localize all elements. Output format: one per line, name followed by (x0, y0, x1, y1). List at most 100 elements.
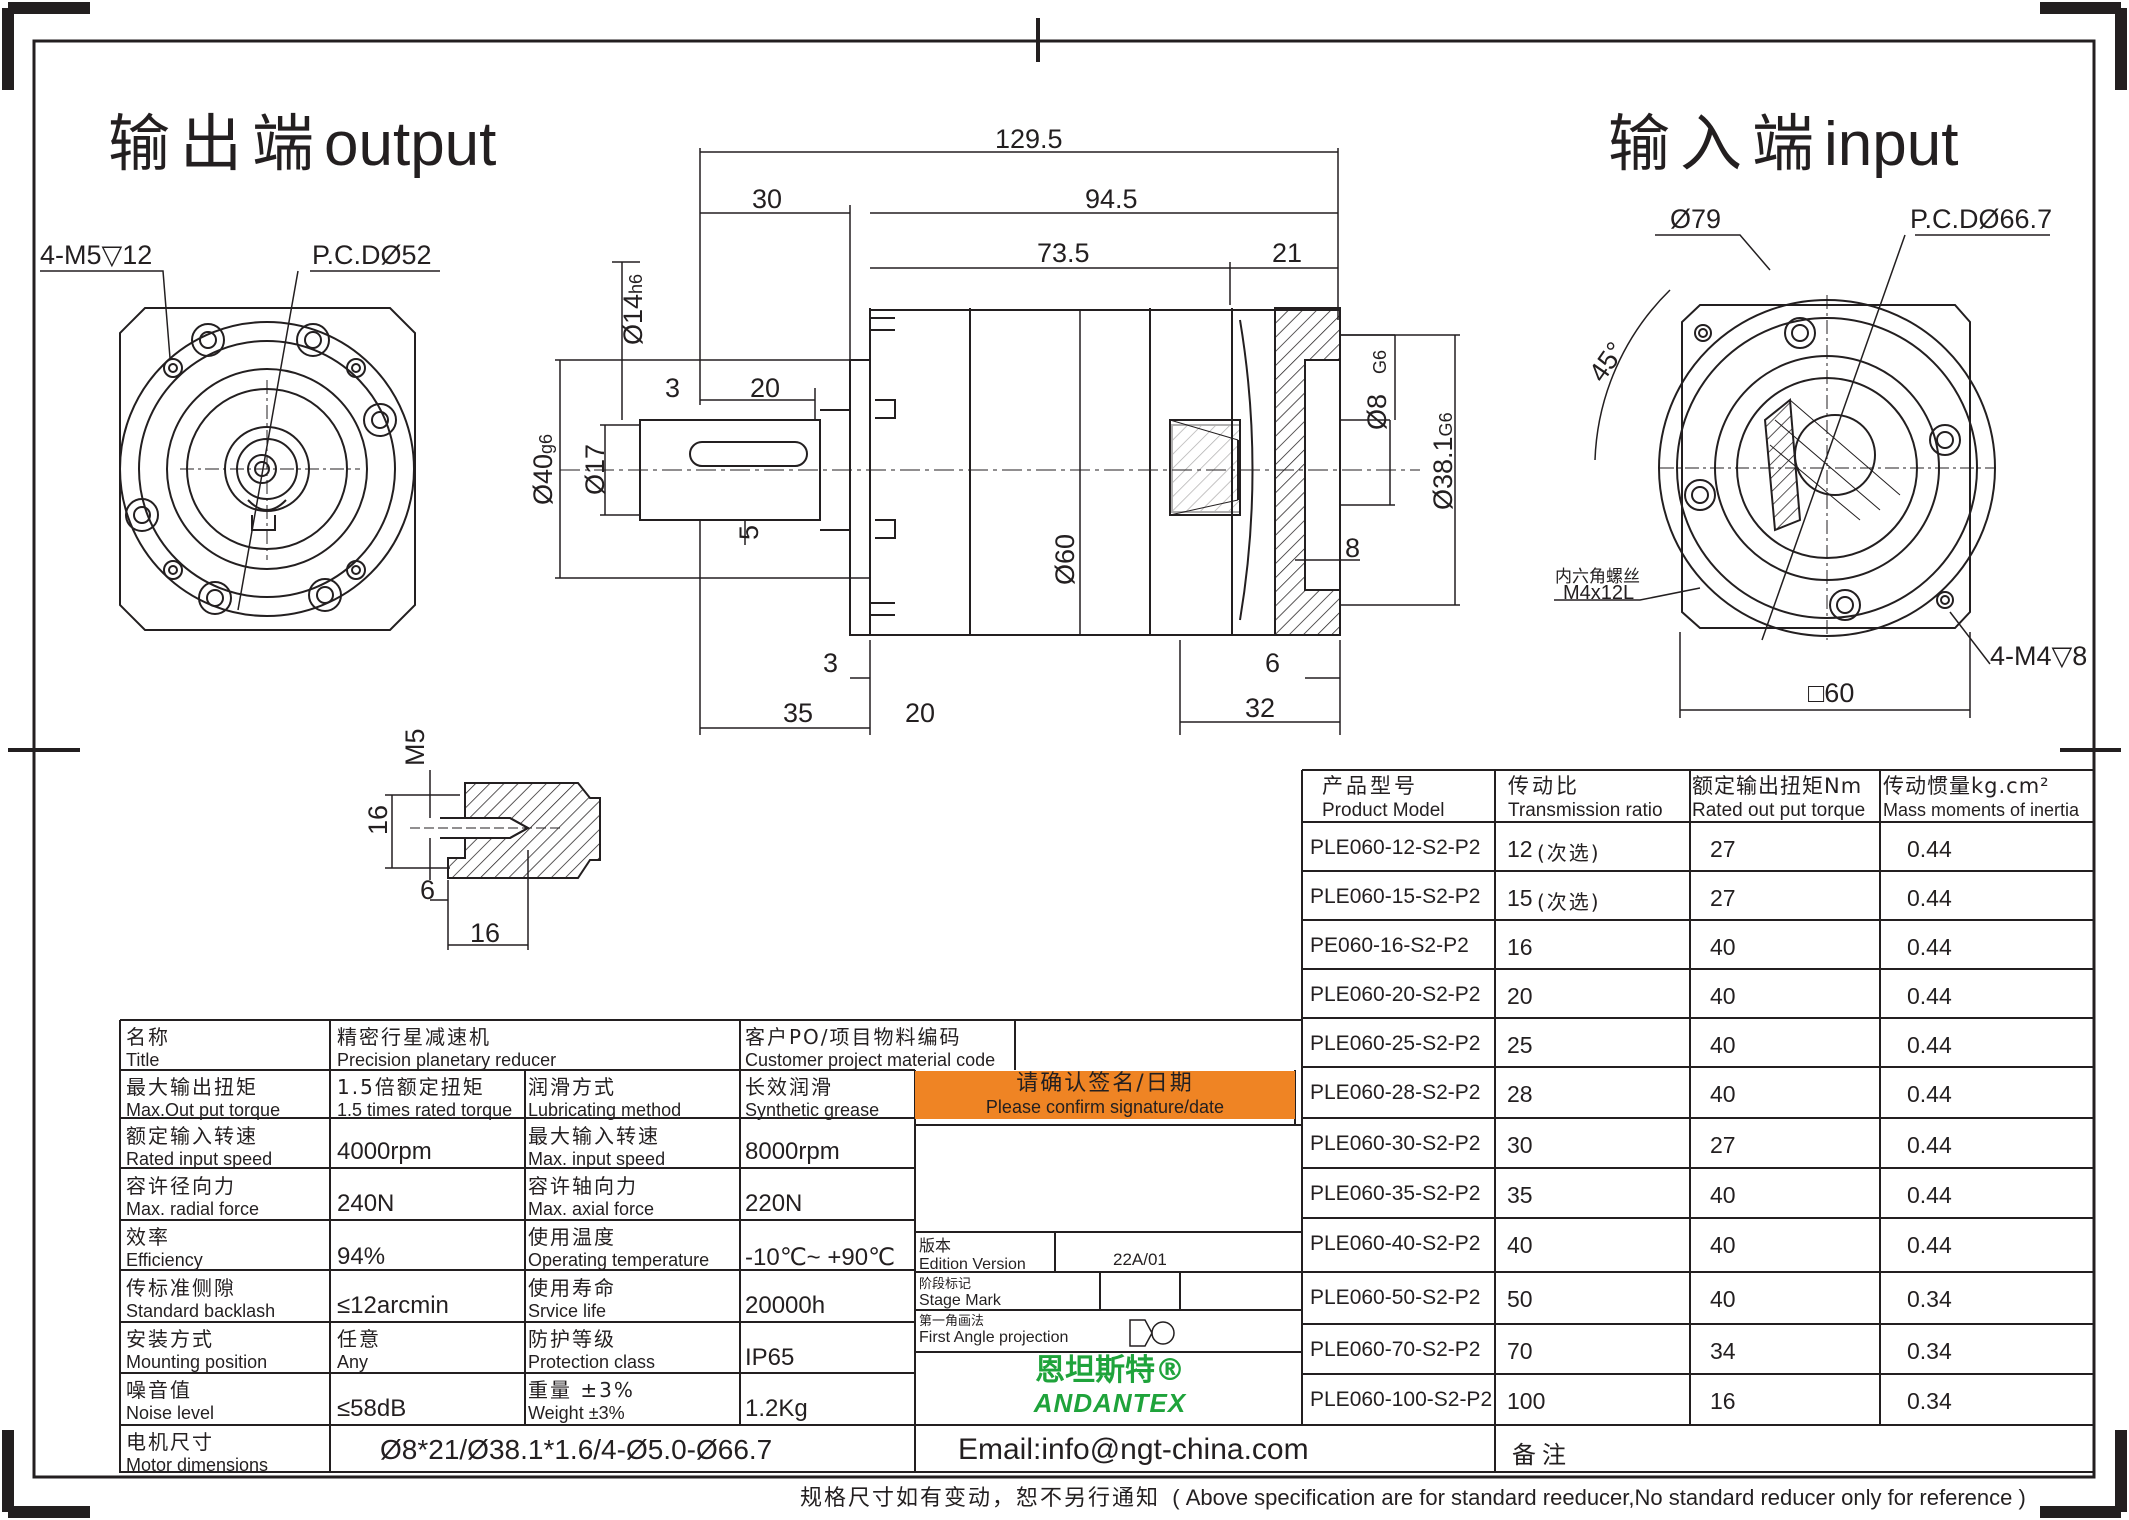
spec-ratio: 25 (1507, 1032, 1533, 1058)
tb-mount: 安装方式 Mounting position (126, 1323, 267, 1373)
tb-noise-value: ≤58dB (337, 1395, 407, 1422)
confirm-signature-box[interactable]: 请确认签名/日期 Please confirm signature/date (915, 1071, 1295, 1119)
company-logo: 恩坦斯特® ANDANTEX (995, 1354, 1225, 1419)
tb-backlash-en: Standard backlash (126, 1301, 276, 1321)
dim-73-5: 73.5 (1037, 238, 1090, 268)
spec-inertia: 0.34 (1907, 1286, 1952, 1312)
spec-inertia: 0.44 (1907, 1232, 1952, 1258)
dim-d17: Ø17 (580, 443, 610, 495)
detail-m5-label: M5 (400, 728, 430, 766)
output-header-en: output (324, 110, 497, 179)
input-face-view (1554, 234, 2050, 718)
spec-inertia: 0.44 (1907, 934, 1952, 960)
tb-motor: 电机尺寸 Motor dimensions (126, 1426, 268, 1476)
tb-edition: 版本 Edition Version (919, 1232, 1026, 1274)
spec-torque: 27 (1710, 836, 1736, 862)
tb-maxspeed-value: 8000rpm (745, 1138, 840, 1165)
output-face-view (40, 270, 440, 631)
spec-header-ratio-en: Transmission ratio (1508, 800, 1663, 821)
spec-ratio: 30 (1507, 1132, 1533, 1158)
in-screw-label: M4x12L (1563, 582, 1635, 604)
input-header: 输入端input (1608, 93, 1958, 183)
dim-d40-tol: g6 (536, 433, 556, 454)
spec-model: PLE060-20-S2-P2 (1310, 983, 1481, 1006)
tb-backlash-value: ≤12arcmin (337, 1292, 449, 1319)
dim-6-bottom: 6 (1265, 648, 1281, 678)
contact-email[interactable]: Email:info@ngt-china.com (958, 1433, 1309, 1466)
tb-edition-en: Edition Version (919, 1256, 1026, 1273)
tb-life-zh: 使用寿命 (528, 1276, 616, 1300)
tb-title-en: Precision planetary reducer (337, 1050, 557, 1070)
tb-efficiency: 效率 Efficiency (126, 1221, 203, 1271)
dim-32: 32 (1245, 693, 1276, 723)
footer-note: 规格尺寸如有变动，恕不另行通知 ( Above specification ar… (800, 1480, 2026, 1512)
dim-d40-g6: Ø40g6 (528, 434, 559, 505)
tb-efficiency-value: 94% (337, 1243, 386, 1270)
dim-d14-value: Ø14 (618, 293, 648, 345)
spec-header-ratio-zh: 传动比 (1508, 774, 1580, 798)
spec-inertia: 0.44 (1907, 1182, 1952, 1208)
tb-mount-en: Mounting position (126, 1352, 268, 1372)
spec-model: PLE060-100-S2-P2 (1310, 1388, 1493, 1411)
tb-noise: 噪音值 Noise level (126, 1374, 214, 1424)
dim-d8-g6: Ø8G6 (1362, 350, 1393, 430)
tb-stage-zh: 阶段标记 (919, 1277, 972, 1292)
tb-lube-value: 长效润滑 Synthetic grease (745, 1071, 879, 1121)
tb-weight: 重量 ±3% Weight ±3% (528, 1374, 635, 1424)
tb-protect-value: IP65 (745, 1344, 795, 1371)
spec-ratio: 28 (1507, 1081, 1533, 1107)
tb-mount-value-en: Any (337, 1352, 369, 1372)
dim-5: 5 (734, 524, 764, 540)
tb-weight-en: Weight ±3% (528, 1403, 625, 1423)
tb-mount-value-zh: 任意 (337, 1327, 381, 1351)
dim-d14-tol: h6 (626, 273, 646, 294)
tb-maxtorque-value-en: 1.5 times rated torque (337, 1100, 513, 1120)
tb-edition-zh: 版本 (919, 1236, 952, 1255)
dim-d8-value: Ø8 (1362, 393, 1392, 430)
spec-torque: 40 (1710, 1232, 1736, 1258)
tb-temperature-zh: 使用温度 (528, 1225, 616, 1249)
spec-header-torque: 额定输出扭矩Nm Rated out put torque (1692, 770, 1865, 822)
output-header: 输出端output (108, 93, 496, 183)
spec-ratio: 70 (1507, 1338, 1533, 1364)
confirm-en: Please confirm signature/date (985, 1097, 1225, 1117)
spec-inertia: 0.34 (1907, 1388, 1952, 1414)
spec-header-inertia-en: Mass moments of inertia (1883, 800, 2080, 820)
spec-model: PLE060-25-S2-P2 (1310, 1032, 1481, 1055)
tb-axial-value: 220N (745, 1190, 803, 1217)
tb-ratedspeed-value: 4000rpm (337, 1138, 432, 1165)
dim-3-bottom: 3 (823, 648, 839, 678)
tb-protect: 防护等级 Protection class (528, 1323, 655, 1373)
tb-ratedspeed: 额定输入转速 Rated input speed (126, 1120, 272, 1170)
detail-6-label: 6 (420, 875, 436, 905)
tb-axial: 容许轴向力 Max. axial force (528, 1170, 654, 1220)
spec-inertia: 0.44 (1907, 1032, 1952, 1058)
spec-torque: 34 (1710, 1338, 1736, 1364)
dim-30: 30 (752, 184, 783, 214)
spec-torque: 27 (1710, 1132, 1736, 1158)
spec-ratio-note: (次选) (1537, 841, 1601, 865)
tb-lube-en: Lubricating method (528, 1100, 682, 1120)
tb-axial-zh: 容许轴向力 (528, 1174, 638, 1198)
tb-name-en: Title (126, 1050, 160, 1070)
title-block-grid (119, 1019, 2094, 1473)
dim-d14-h6: Ø14h6 (618, 274, 649, 345)
out-thread-label: 4-M5▽12 (40, 240, 153, 270)
tb-backlash: 传标准侧隙 Standard backlash (126, 1272, 275, 1322)
dim-35: 35 (783, 698, 814, 728)
thread-detail (385, 770, 601, 950)
spec-ratio: 40 (1507, 1232, 1533, 1258)
footer-note-en: ( Above specification are for standard r… (1172, 1485, 2026, 1510)
dim-d38-1-tol: G6 (1436, 412, 1456, 437)
dim-94-5: 94.5 (1085, 184, 1138, 214)
tb-temperature-value: -10℃~ +90℃ (745, 1244, 895, 1271)
tb-weight-zh: 重量 ±3% (528, 1378, 635, 1402)
dim-d38-1-value: Ø38.1 (1428, 436, 1458, 510)
tb-title: 精密行星减速机 Precision planetary reducer (337, 1021, 556, 1071)
tb-life: 使用寿命 Srvice life (528, 1272, 616, 1322)
